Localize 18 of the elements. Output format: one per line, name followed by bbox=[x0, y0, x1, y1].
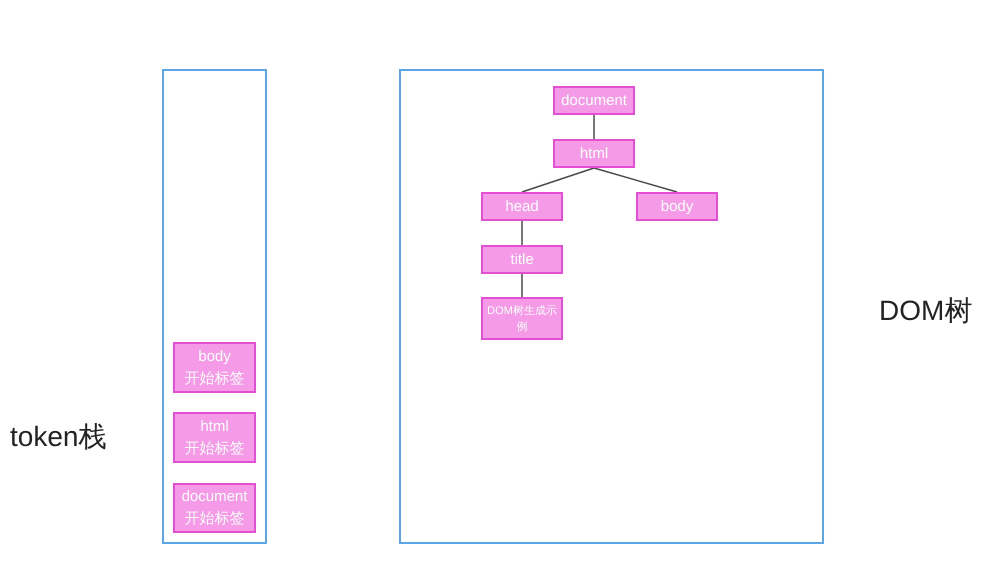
tree-node-box: body bbox=[636, 192, 718, 221]
connector-line bbox=[522, 167, 594, 193]
side-label: token栈 bbox=[10, 420, 106, 454]
container-box bbox=[162, 69, 267, 544]
container-box bbox=[399, 69, 824, 544]
tree-node-box: title bbox=[481, 245, 563, 274]
connector-line bbox=[593, 115, 595, 139]
tree-node-box: html 开始标签 bbox=[173, 412, 256, 463]
connector-line bbox=[594, 167, 678, 193]
tree-node-box: DOM树生成示例 bbox=[481, 297, 563, 340]
tree-node-box: document bbox=[553, 86, 635, 115]
connector-line bbox=[521, 274, 523, 297]
tree-node-box: html bbox=[553, 139, 635, 168]
tree-node-box: body 开始标签 bbox=[173, 342, 256, 393]
connector-line bbox=[521, 221, 523, 245]
tree-node-box: document 开始标签 bbox=[173, 483, 256, 533]
tree-node-box: head bbox=[481, 192, 563, 221]
side-label: DOM树 bbox=[879, 294, 972, 328]
